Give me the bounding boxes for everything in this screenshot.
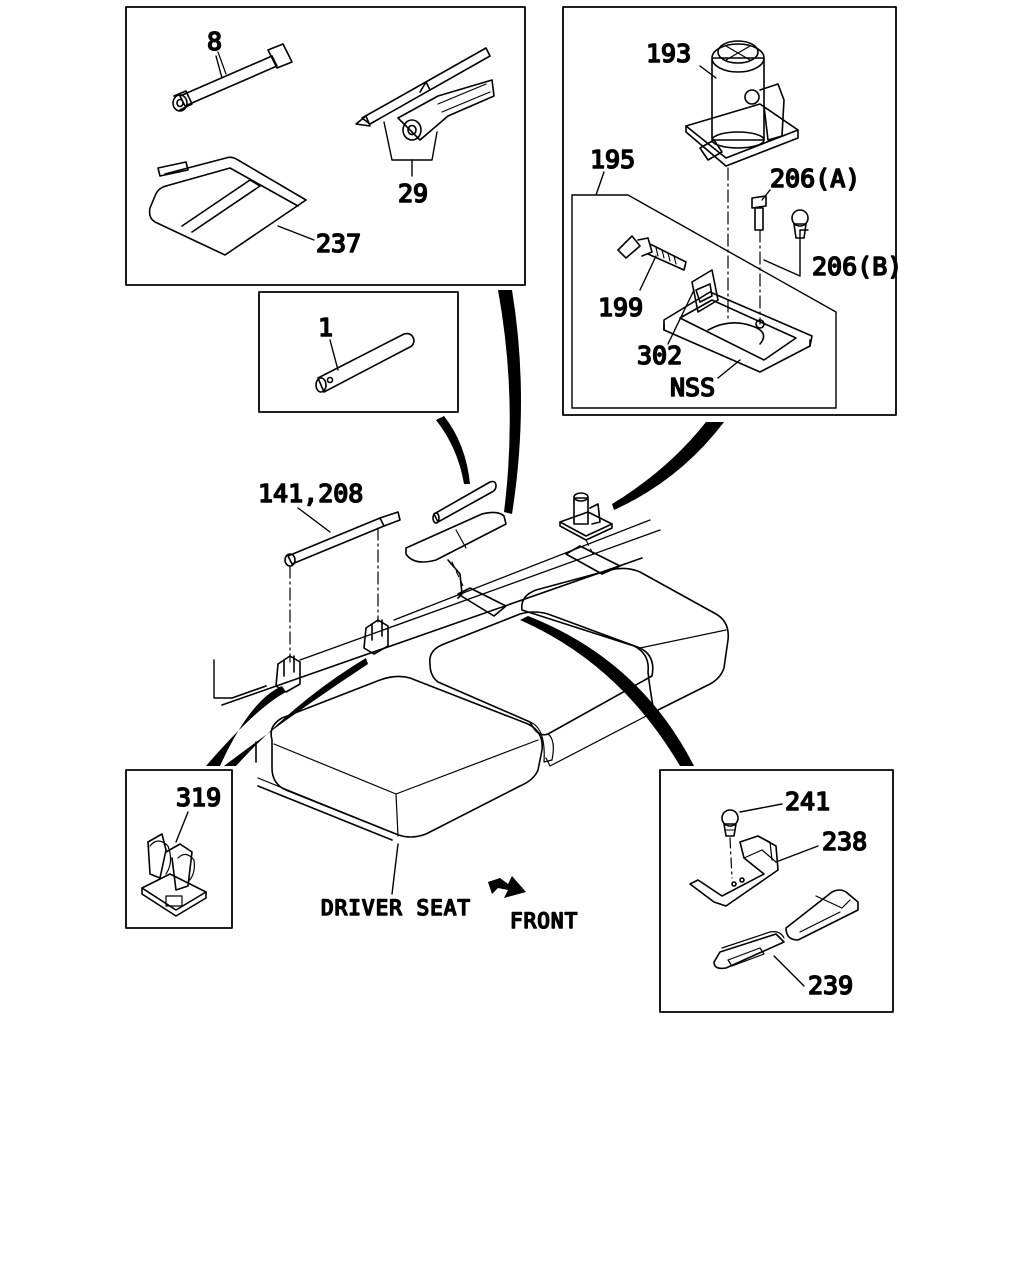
callout-319: 319 — [176, 783, 221, 812]
screw-part-241 — [721, 809, 739, 879]
connector-clip-319a — [206, 686, 286, 766]
tool-bag-placement — [405, 511, 507, 563]
callout-141-208: 141,208 — [258, 479, 363, 508]
seat-bracket-placement — [447, 559, 507, 617]
detail-box-brackets: 241 238 239 — [659, 769, 894, 1013]
callout-29: 29 — [398, 179, 428, 208]
callout-241: 241 — [785, 787, 830, 816]
handle-placement — [432, 480, 497, 524]
cab-floor-outline — [213, 557, 643, 841]
jack-bracket-part-195 — [571, 167, 837, 409]
bracket-part-238 — [689, 835, 779, 907]
connector-tools — [498, 290, 521, 514]
tool-bag-part-237 — [148, 156, 315, 256]
connector-jack — [612, 422, 724, 510]
jack-placement — [559, 492, 621, 575]
jack-handle-part-1 — [315, 332, 415, 393]
front-arrow-icon — [488, 876, 526, 898]
bar-clip-left — [275, 655, 301, 693]
callout-239: 239 — [808, 971, 853, 1000]
tool-set-part-29 — [355, 47, 495, 177]
callout-1: 1 — [318, 313, 333, 342]
clip-part-239 — [713, 889, 859, 970]
callout-199: 199 — [598, 293, 643, 322]
callout-195: 195 — [590, 145, 635, 174]
bottle-jack-part-193 — [685, 40, 799, 167]
detail-box-handle: 1 — [258, 291, 459, 413]
callout-206a: 206(A) — [770, 164, 860, 193]
seat-cushion-left — [270, 675, 544, 838]
seat-cushion-right — [520, 567, 730, 767]
detail-box-clip: 319 — [125, 769, 233, 929]
bolt-part-206a — [751, 195, 767, 231]
bar-clip-right — [363, 619, 389, 655]
detail-box-jack: 193 195 206(A) 206(B) 199 302 NSS — [562, 6, 903, 416]
tool-bar-part-141-208 — [284, 511, 401, 663]
detail-box-tools: 8 29 237 — [125, 6, 526, 286]
callout-238: 238 — [822, 827, 867, 856]
callout-8: 8 — [207, 27, 222, 56]
callout-302: 302 — [637, 341, 682, 370]
main-assembly-view: 141,208 DRIVER SEAT FRONT — [213, 478, 730, 934]
wheel-brace-part-8 — [172, 43, 293, 112]
callout-nss: NSS — [670, 373, 715, 402]
driver-seat-label: DRIVER SEAT — [321, 896, 471, 920]
callout-193: 193 — [646, 39, 691, 68]
front-label: FRONT — [510, 909, 578, 933]
bolt-part-206b — [791, 209, 809, 239]
wing-bolt-part-199 — [617, 235, 687, 271]
clip-part-319 — [141, 833, 207, 917]
callout-206b: 206(B) — [812, 252, 902, 281]
connector-handle — [436, 416, 470, 484]
callout-237: 237 — [316, 229, 361, 258]
connector-seat-clip — [520, 616, 694, 766]
